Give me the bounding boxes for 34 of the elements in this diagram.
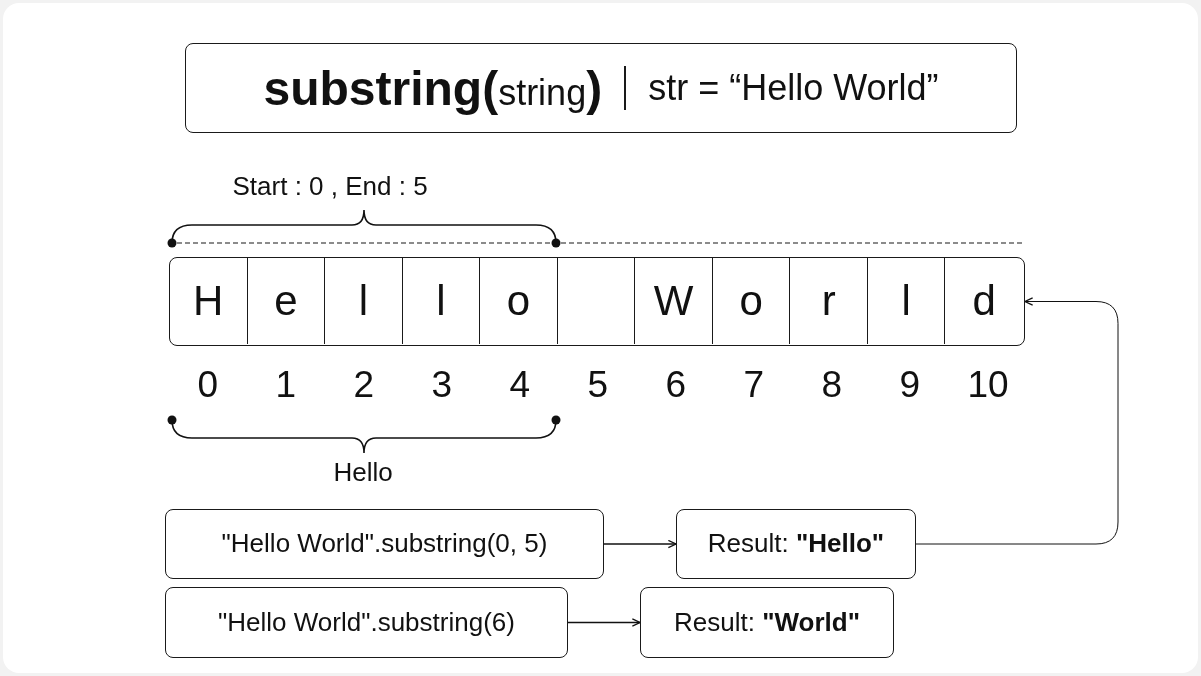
code-box: "Hello World".substring(6) [165, 587, 568, 658]
index-number: 3 [431, 364, 453, 407]
arrow [567, 618, 641, 627]
index-number: 0 [197, 364, 219, 407]
index-number: 6 [665, 364, 687, 407]
character-cell: H [170, 258, 248, 344]
character-cell: l [402, 258, 481, 344]
character-cell: d [945, 258, 1024, 344]
index-number: 7 [743, 364, 765, 407]
result-box: Result: "World" [640, 587, 894, 658]
character-cell: r [790, 258, 868, 344]
character-cell: l [325, 258, 403, 344]
character-array [169, 257, 1025, 346]
connector-arrow [915, 297, 1119, 545]
result-box: Result: "Hello" [676, 509, 916, 579]
index-number: 2 [353, 364, 375, 407]
character-cell: l [867, 258, 946, 344]
title-box [185, 43, 1017, 133]
string-declaration: str = “Hello World” [648, 67, 939, 109]
substring-label: Hello [333, 458, 393, 488]
character-cell: o [712, 258, 791, 344]
index-number: 8 [821, 364, 843, 407]
range-label: Start : 0 , End : 5 [232, 172, 428, 202]
character-cell: W [635, 258, 713, 344]
function-signature: substring(string) [263, 60, 603, 116]
code-box: "Hello World".substring(0, 5) [165, 509, 604, 579]
index-number: 5 [587, 364, 609, 407]
character-cell: e [247, 258, 326, 344]
index-number: 10 [967, 364, 1009, 407]
character-cell: o [480, 258, 558, 344]
index-number: 1 [275, 364, 297, 407]
index-number: 4 [509, 364, 531, 407]
arrow [603, 539, 677, 549]
index-number: 9 [899, 364, 921, 407]
